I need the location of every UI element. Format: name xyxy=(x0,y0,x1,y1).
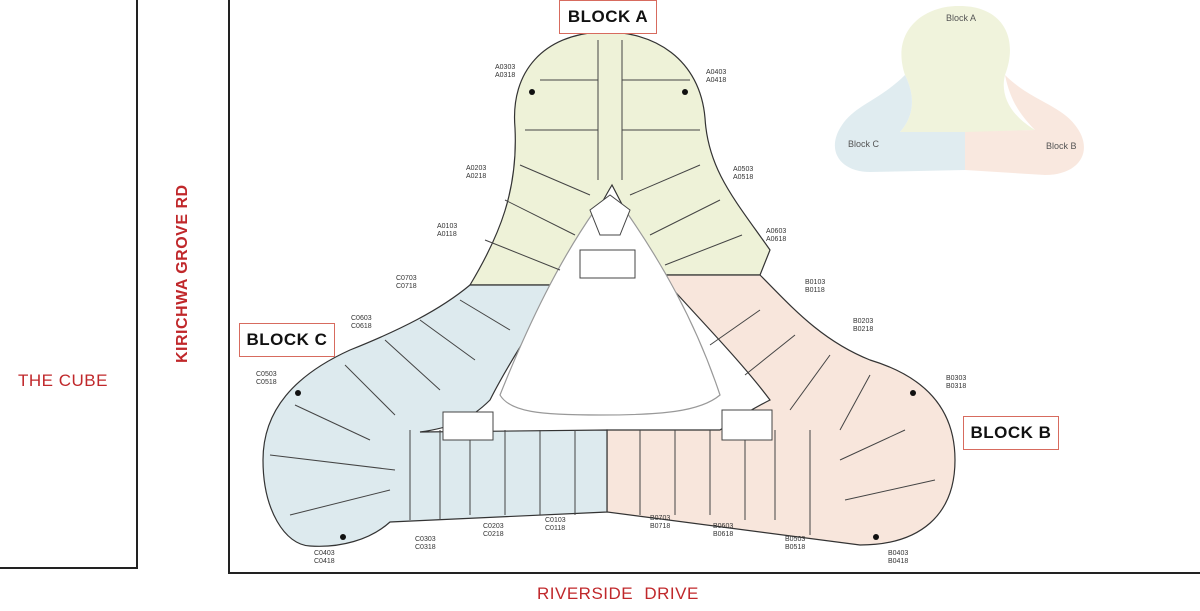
courtyard xyxy=(499,209,721,416)
neighbor-label: THE CUBE xyxy=(18,371,108,390)
site-boundaries xyxy=(0,0,1200,574)
column-markers xyxy=(295,89,916,540)
road-south-label: RIVERSIDE DRIVE xyxy=(537,584,699,603)
key-block-a xyxy=(900,5,1035,132)
key-label-block-a: Block A xyxy=(946,13,976,23)
block-b-label: BLOCK B xyxy=(963,416,1059,450)
key-block-b xyxy=(965,75,1084,175)
key-block-c xyxy=(834,75,965,172)
block-c-zone xyxy=(262,284,608,547)
block-b-zone xyxy=(606,274,956,546)
key-plan: Block A Block B Block C xyxy=(834,5,1084,175)
block-c-label: BLOCK C xyxy=(239,323,335,357)
road-west-label: KIRICHWA GROVE RD xyxy=(174,184,191,363)
block-a-label: BLOCK A xyxy=(559,0,657,34)
apartment-partitions xyxy=(269,40,936,535)
building-footprint xyxy=(262,31,956,547)
key-label-block-b: Block B xyxy=(1046,141,1077,151)
key-label-block-c: Block C xyxy=(848,139,880,149)
